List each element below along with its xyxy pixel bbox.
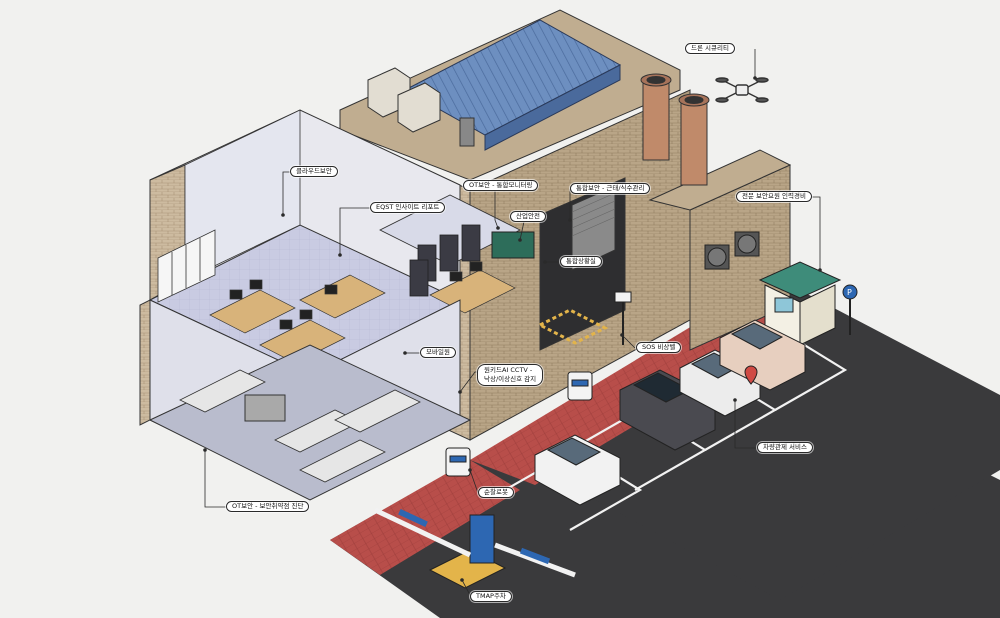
- callout-eqst-insight: EQST 인사이트 리포트: [370, 202, 446, 213]
- patrol-robots: [445, 371, 593, 477]
- red-walkway: [330, 460, 520, 575]
- ai-cctv-line-2: 낙상/이상신호 감지: [484, 375, 537, 383]
- chimneys: [640, 73, 710, 186]
- server-racks: [409, 224, 481, 297]
- blue-roof-side: [484, 64, 621, 151]
- callout-guard-patrol: 전문 보안요원 인력경비: [736, 191, 812, 202]
- callout-cloud-security: 클라우드보안: [290, 166, 338, 177]
- caution-zone: [536, 308, 609, 345]
- map-pin: [744, 365, 758, 385]
- conveyors: [179, 369, 421, 483]
- cars: [534, 319, 806, 506]
- callout-remote-work: 모바일원: [420, 347, 456, 358]
- cabinets: [157, 229, 216, 303]
- gate-booth: [469, 514, 495, 564]
- barrier-arm-1: [373, 507, 472, 558]
- rooftop-ac: [367, 67, 475, 147]
- callout-patrol-robot: 순찰로봇: [478, 487, 514, 498]
- callout-industrial-safety: 산업안전: [510, 211, 546, 222]
- callout-control-room: 통합상황실: [560, 256, 602, 267]
- machine-unit: [244, 394, 286, 422]
- drone-icon: [715, 77, 769, 103]
- parking-sign: [842, 284, 858, 300]
- wall-fans: [704, 231, 760, 270]
- callout-vehicle-control: 차량관제 서비스: [757, 442, 813, 453]
- callout-drone-security: 드론 시큐리티: [685, 43, 735, 54]
- callout-integrated-security: 통합보안 - 근태/식수관리: [570, 183, 651, 194]
- guard-booth-right: [799, 284, 836, 346]
- callout-ot-vulnerability: OT보안 - 보안취약점 진단: [226, 501, 310, 512]
- leader-dots: [203, 76, 822, 582]
- annex-top: [648, 149, 792, 211]
- lower-brick: [139, 299, 151, 426]
- ai-cctv-line-1: 원키드AI CCTV -: [484, 366, 533, 374]
- barrier-arm-2: [494, 542, 576, 578]
- svg-text:P: P: [847, 288, 852, 297]
- monitoring-screen: [491, 231, 535, 259]
- booth-window: [774, 297, 794, 313]
- callout-tmap-parking: TMAP주차: [470, 591, 512, 602]
- callout-sos: SOS 비상벨: [636, 342, 682, 353]
- callout-ot-monitoring: OT보안 - 통합모니터링: [463, 180, 539, 191]
- office-desks: [209, 261, 516, 364]
- callout-ai-cctv: 원키드AI CCTV - 낙상/이상신호 감지: [477, 364, 544, 386]
